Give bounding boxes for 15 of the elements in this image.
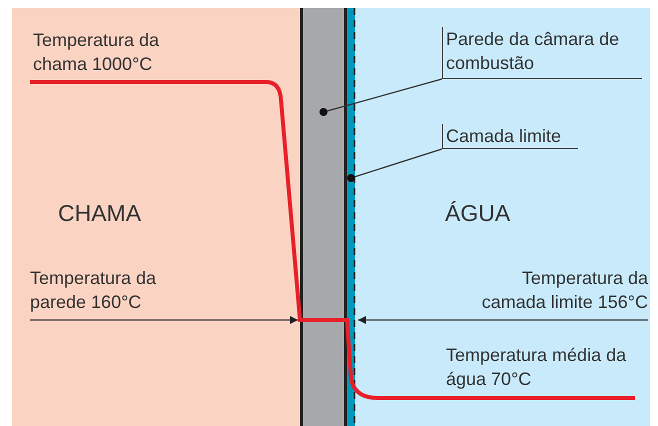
leader-text: Camada limite [442, 124, 578, 149]
temperature-label: Temperatura média da água 70°C [446, 344, 628, 391]
water-region [355, 8, 650, 426]
leader-text: Parede da câmara de combustão [442, 27, 642, 79]
region-label: ÁGUA [445, 200, 510, 227]
arrow [30, 316, 298, 324]
wall [300, 8, 347, 426]
annotation-text: Temperatura da parede 160°C [30, 266, 190, 320]
leader-line [320, 78, 442, 116]
region-label: CHAMA [58, 200, 142, 227]
temperature-label: Temperatura da chama 1000°C [33, 29, 160, 76]
flame-region [12, 8, 300, 426]
leader-line [347, 148, 442, 182]
arrow [358, 316, 648, 324]
annotation-text: Temperatura da camada limite 156°C [473, 266, 648, 320]
